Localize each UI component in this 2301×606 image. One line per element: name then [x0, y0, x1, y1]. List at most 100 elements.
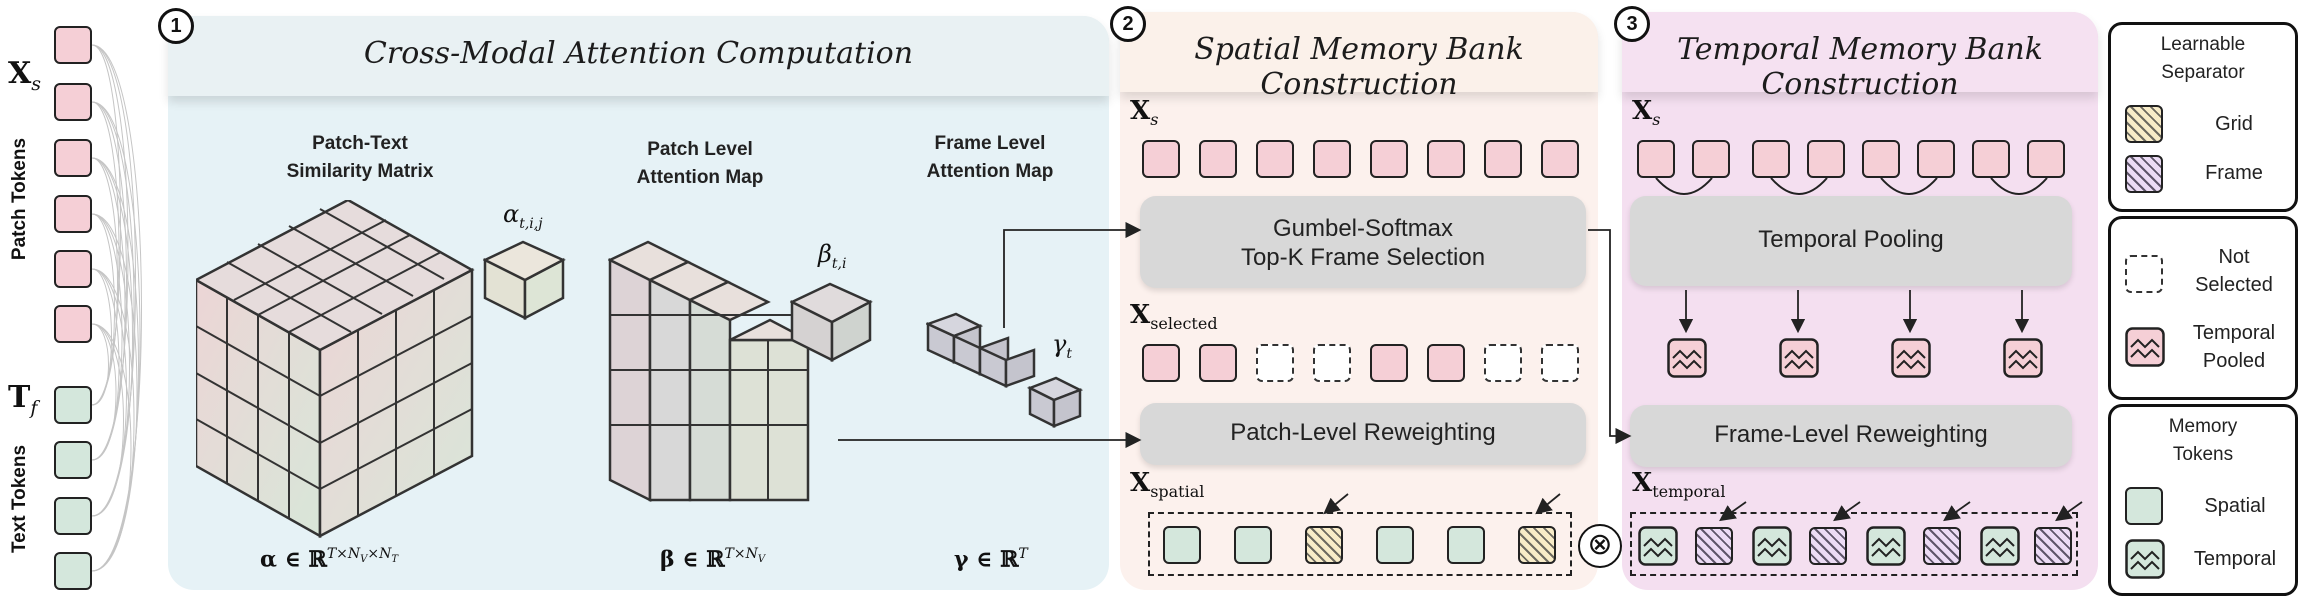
legend-selection: Not Selected Temporal Pooled: [2108, 216, 2298, 400]
temporal-memory-token: [1980, 526, 2020, 566]
pooling-arcs: [1655, 177, 2048, 195]
patch-token: [1807, 140, 1845, 178]
patch-token: [1142, 140, 1180, 178]
patch-token: [54, 195, 92, 233]
selected-token: [1427, 344, 1465, 382]
patch-token: [54, 250, 92, 288]
spatial-memory-token: [1234, 526, 1272, 564]
temporal-pooled-token: [1667, 338, 1707, 378]
legend-spatial-label: Spatial: [2204, 495, 2266, 517]
selected-token: [1370, 344, 1408, 382]
legend-frame-label: Frame: [2205, 162, 2263, 184]
temporal-pooling-box: Temporal Pooling: [1630, 196, 2072, 286]
similarity-matrix-label: Patch-Text Similarity Matrix: [286, 133, 434, 182]
temporal-memory-token: [1866, 526, 1906, 566]
patch-token: [1917, 140, 1955, 178]
frame-separator-token: [1809, 527, 1847, 565]
gumbel-softmax-box: Gumbel-Softmax Top-K Frame Selection: [1140, 196, 1586, 288]
patch-token: [1484, 140, 1522, 178]
patch-token: [1692, 140, 1730, 178]
panel-header: Spatial Memory Bank Construction: [1120, 12, 1598, 102]
panel-header: Temporal Memory Bank Construction: [1622, 12, 2098, 102]
not-selected-token: [1484, 344, 1522, 382]
alpha-cube: [483, 240, 566, 320]
pooling-arrows: [1678, 290, 2030, 334]
panel-title: Spatial Memory Bank Construction: [1194, 32, 1524, 102]
token-connections: [91, 44, 142, 572]
beta-symbol: βt,i: [818, 240, 847, 272]
frame-attention-label: Frame Level Attention Map: [926, 133, 1054, 182]
gamma-symbol: γt: [1052, 330, 1072, 362]
patch-token: [1862, 140, 1900, 178]
text-token: [54, 386, 92, 424]
not-selected-token: [1541, 344, 1579, 382]
legend-title: Memory Tokens: [2168, 416, 2238, 465]
legend-temporal-label: Temporal: [2193, 548, 2277, 570]
alpha-symbol: αt,i,j: [503, 200, 543, 232]
temporal-pooled-token: [1779, 338, 1819, 378]
panel-title: Cross-Modal Attention Computation: [363, 36, 914, 71]
step-number-3: 3: [1614, 6, 1650, 42]
patch-token: [2027, 140, 2065, 178]
selected-token: [1142, 344, 1180, 382]
legend-title: Learnable Separator: [2160, 34, 2246, 83]
gamma-formula: γ ∈ ℝT: [954, 546, 1028, 573]
patch-token: [1972, 140, 2010, 178]
patch-token: [1637, 140, 1675, 178]
patch-level-reweighting-box: Patch-Level Reweighting: [1140, 403, 1586, 465]
text-token: [54, 552, 92, 590]
temporal-memory-token: [1752, 526, 1792, 566]
patch-token: [1752, 140, 1790, 178]
legend-memory-tokens: Memory Tokens Spatial Temporal: [2108, 404, 2298, 596]
legend-not-selected-label: Not Selected: [2195, 246, 2273, 296]
x-selected-label: Xselected: [1130, 300, 1218, 334]
patch-token: [1370, 140, 1408, 178]
grid-separator-icon: [2125, 105, 2163, 143]
frame-attention-map: [926, 312, 1084, 429]
text-token: [54, 441, 92, 479]
not-selected-icon: [2125, 255, 2163, 293]
frame-separator-token: [1695, 527, 1733, 565]
legend-learnable-separator: Learnable Separator Grid Frame: [2108, 22, 2298, 212]
x-temporal-label: Xtemporal: [1632, 468, 1726, 502]
patch-token: [1256, 140, 1294, 178]
patch-token: [54, 139, 92, 177]
patch-token: [54, 26, 92, 64]
spatial-memory-token: [1163, 526, 1201, 564]
frame-separator-token: [2034, 527, 2072, 565]
otimes-symbol: ⊗: [1578, 524, 1622, 568]
patch-token: [54, 305, 92, 343]
beta-cube: [790, 282, 873, 362]
spatial-memory-icon: [2125, 487, 2163, 525]
not-selected-token: [1313, 344, 1351, 382]
patch-token: [1313, 140, 1351, 178]
temporal-pooled-icon: [2125, 327, 2165, 367]
text-token: [54, 497, 92, 535]
spatial-memory-token: [1447, 526, 1485, 564]
patch-token: [1427, 140, 1465, 178]
step-number-1: 1: [158, 8, 194, 44]
grid-separator-token: [1518, 526, 1556, 564]
beta-formula: β ∈ ℝT×NV: [660, 546, 766, 573]
temporal-pooled-token: [1891, 338, 1931, 378]
patch-token: [1541, 140, 1579, 178]
panel-header: Cross-Modal Attention Computation: [168, 16, 1109, 96]
frame-level-reweighting-box: Frame-Level Reweighting: [1630, 405, 2072, 467]
selected-token: [1199, 344, 1237, 382]
spatial-memory-group: [1148, 512, 1572, 576]
frame-separator-token: [1923, 527, 1961, 565]
grid-separator-token: [1305, 526, 1343, 564]
patch-attention-label: Patch Level Attention Map: [636, 139, 764, 188]
temporal-memory-panel: Temporal Memory Bank Construction: [1622, 12, 2098, 590]
not-selected-token: [1256, 344, 1294, 382]
xs-left-label: Xs: [8, 56, 42, 95]
alpha-formula: α ∈ ℝT×NV×NT: [260, 546, 399, 573]
patch-attention-map: [608, 240, 810, 503]
frame-separator-icon: [2125, 155, 2163, 193]
xs-spatial-label: Xs: [1130, 96, 1159, 130]
similarity-cube: [196, 200, 475, 539]
temporal-pooled-token: [2003, 338, 2043, 378]
spatial-memory-token: [1376, 526, 1414, 564]
spatial-memory-panel: Spatial Memory Bank Construction: [1120, 12, 1598, 590]
patch-token: [1199, 140, 1237, 178]
